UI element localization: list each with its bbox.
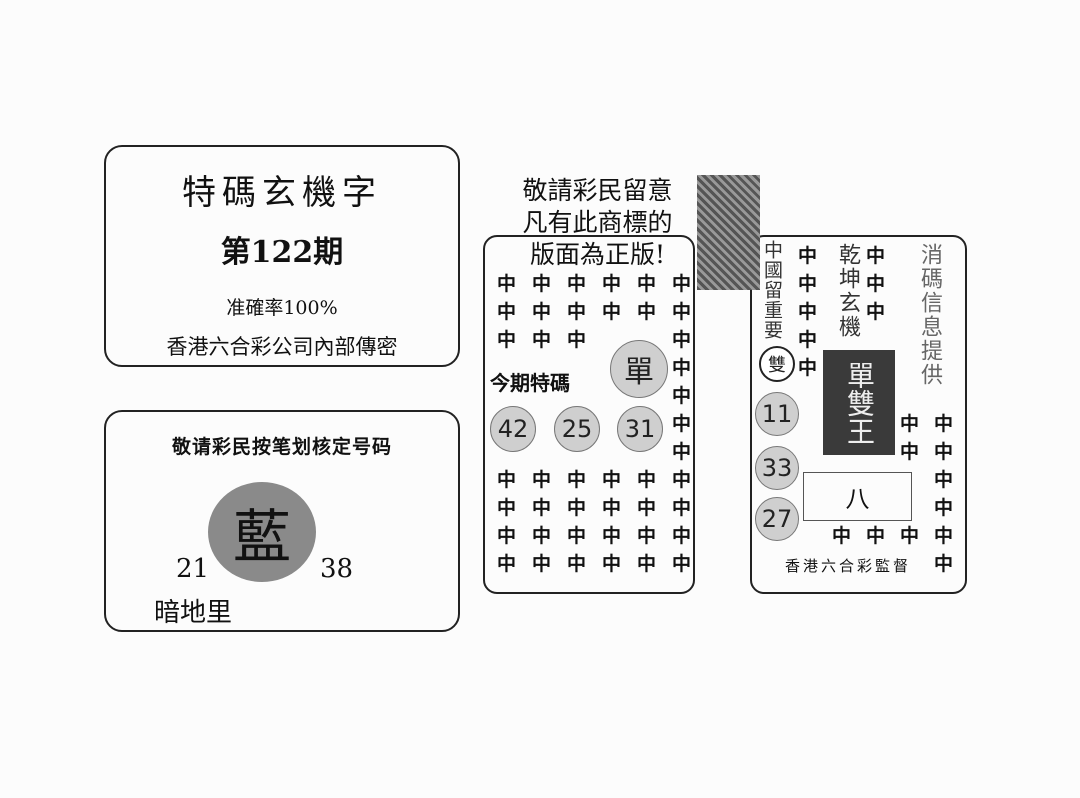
grid-char: 中 xyxy=(497,329,517,351)
right-panel: 中中中中中中中中中中中中中中中中中中中 xyxy=(750,235,967,594)
number-ball: 31 xyxy=(617,406,663,452)
hint-card: 敬请彩民按笔划核定号码 藍 21 38 暗地里 xyxy=(104,410,460,632)
parity-badge: 雙 xyxy=(759,346,795,382)
grid-char: 中 xyxy=(497,469,517,491)
grid-char: 中 xyxy=(798,245,818,267)
grid-char: 中 xyxy=(602,273,622,295)
hint-text: 暗地里 xyxy=(154,598,233,628)
source-text: 香港六合彩公司內部傳密 xyxy=(166,335,398,359)
grid-char: 中 xyxy=(567,469,587,491)
number-ball: 11 xyxy=(755,392,799,436)
grid-char: 中 xyxy=(866,245,886,267)
number-ball: 42 xyxy=(490,406,536,452)
accuracy-text: 准確率100% xyxy=(226,297,338,319)
grid-char: 中 xyxy=(567,301,587,323)
number-ball: 33 xyxy=(755,446,799,490)
seal-circle: 藍 xyxy=(208,482,316,582)
number-ball: 27 xyxy=(755,497,799,541)
grid-char: 中 xyxy=(637,497,657,519)
number-1: 21 xyxy=(176,554,210,584)
grid-char: 中 xyxy=(637,553,657,575)
notice-line: 敬請彩民留意 xyxy=(522,176,673,205)
grid-char: 中 xyxy=(934,469,954,491)
grid-char: 中 xyxy=(672,273,692,295)
grid-char: 中 xyxy=(672,553,692,575)
grid-char: 中 xyxy=(866,525,886,547)
number-ball: 25 xyxy=(554,406,600,452)
grid-char: 中 xyxy=(866,301,886,323)
title-card: 特碼玄機字 第122期 准確率100% 香港六合彩公司內部傳密 xyxy=(104,145,460,367)
grid-char: 中 xyxy=(934,525,954,547)
grid-char: 中 xyxy=(798,273,818,295)
grid-char: 中 xyxy=(602,469,622,491)
notice: 敬請彩民留意 凡有此商標的 版面為正版! xyxy=(505,175,690,271)
grid-char: 中 xyxy=(900,525,920,547)
vertical-text: 中國留重要 xyxy=(761,240,783,340)
grid-char: 中 xyxy=(532,525,552,547)
left-panel: 中中中中中中中中中中中中中中中中中中中中中中中中中中中中中中中中中中中中中中中中… xyxy=(483,235,695,594)
vertical-text: 乾坤玄機 xyxy=(835,243,860,339)
grid-char: 中 xyxy=(532,497,552,519)
grid-char: 中 xyxy=(798,357,818,379)
grid-char: 中 xyxy=(900,413,920,435)
grid-char: 中 xyxy=(532,301,552,323)
grid-char: 中 xyxy=(497,525,517,547)
footer-text: 香港六合彩監督 xyxy=(785,557,912,575)
seal-char: 藍 xyxy=(232,503,291,571)
grid-char: 中 xyxy=(934,441,954,463)
grid-char: 中 xyxy=(602,301,622,323)
grid-char: 中 xyxy=(866,273,886,295)
grid-char: 中 xyxy=(672,329,692,351)
number-2: 38 xyxy=(320,554,354,584)
grid-char: 中 xyxy=(637,273,657,295)
notice-line: 版面為正版! xyxy=(529,240,666,269)
grid-char: 中 xyxy=(602,525,622,547)
grid-char: 中 xyxy=(497,553,517,575)
grid-char: 中 xyxy=(672,357,692,379)
dark-box: 單雙王 xyxy=(823,350,895,455)
grid-char: 中 xyxy=(567,273,587,295)
grid-char: 中 xyxy=(672,413,692,435)
grid-char: 中 xyxy=(672,497,692,519)
grid-char: 中 xyxy=(672,469,692,491)
grid-char: 中 xyxy=(567,553,587,575)
grid-char: 中 xyxy=(798,329,818,351)
grid-char: 中 xyxy=(567,525,587,547)
grid-char: 中 xyxy=(532,329,552,351)
grid-char: 中 xyxy=(532,469,552,491)
grid-char: 中 xyxy=(934,497,954,519)
grid-char: 中 xyxy=(934,553,954,575)
grid-char: 中 xyxy=(567,329,587,351)
grid-char: 中 xyxy=(672,441,692,463)
notice-line: 凡有此商標的 xyxy=(522,208,673,237)
issue-number: 第122期 xyxy=(220,235,344,270)
grid-char: 中 xyxy=(832,525,852,547)
grid-char: 中 xyxy=(637,301,657,323)
grid-char: 中 xyxy=(602,497,622,519)
grid-char: 中 xyxy=(497,301,517,323)
grid-char: 中 xyxy=(567,497,587,519)
card-title: 特碼玄機字 xyxy=(182,173,382,213)
grid-char: 中 xyxy=(637,469,657,491)
grid-char: 中 xyxy=(672,525,692,547)
hint-heading: 敬请彩民按笔划核定号码 xyxy=(171,436,392,458)
grid-char: 中 xyxy=(532,273,552,295)
grid-char: 中 xyxy=(497,497,517,519)
special-label: 今期特碼 xyxy=(490,371,570,395)
grid-char: 中 xyxy=(497,273,517,295)
grid-char: 中 xyxy=(798,301,818,323)
boxed-char: 八 xyxy=(803,472,912,521)
grid-char: 中 xyxy=(672,301,692,323)
grid-char: 中 xyxy=(532,553,552,575)
grid-char: 中 xyxy=(900,441,920,463)
vertical-text: 消碼信息提供 xyxy=(917,243,942,387)
parity-ball: 單 xyxy=(610,340,668,398)
grid-char: 中 xyxy=(602,553,622,575)
grid-char: 中 xyxy=(637,525,657,547)
grid-char: 中 xyxy=(672,385,692,407)
trademark-image xyxy=(697,175,760,290)
grid-char: 中 xyxy=(934,413,954,435)
